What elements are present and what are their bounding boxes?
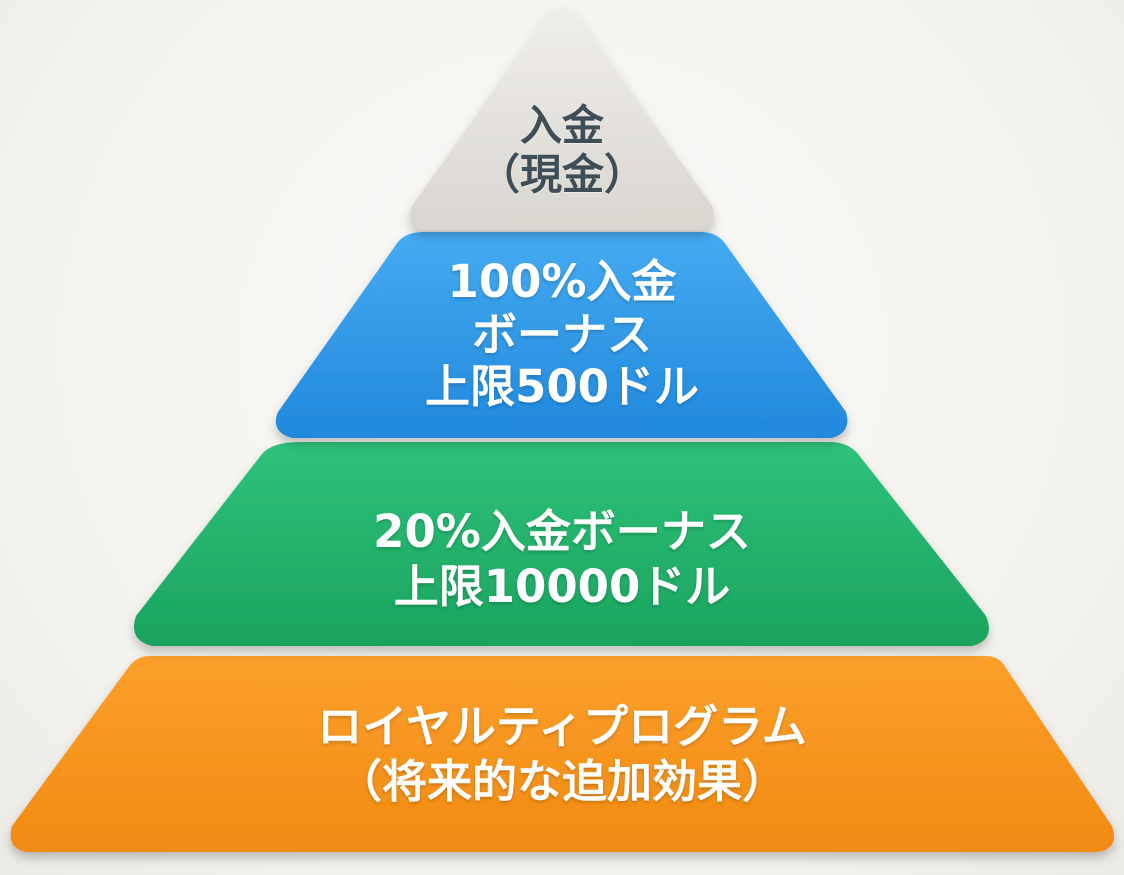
tier-orange-shape bbox=[10, 656, 1115, 852]
tier-top-line1: 入金 bbox=[519, 101, 604, 150]
tier-blue-line3: 上限500ドル bbox=[425, 360, 699, 414]
tier-blue-line2: ボーナス bbox=[471, 307, 652, 361]
tier-green-label: 20%入金ボーナス 上限10000ドル bbox=[0, 505, 1124, 615]
tier-green-shape bbox=[134, 442, 989, 646]
tier-blue-shape bbox=[275, 232, 848, 438]
tier-top-line2: （現金） bbox=[477, 149, 646, 199]
tier-top-shape bbox=[409, 8, 715, 230]
tier-green-line2: 上限10000ドル bbox=[393, 559, 731, 613]
tier-orange-label: ロイヤルティプログラム （将来的な追加効果） bbox=[0, 700, 1124, 810]
tier-orange-line1: ロイヤルティプログラム bbox=[317, 700, 807, 753]
tier-orange-line2: （将来的な追加効果） bbox=[336, 754, 787, 808]
tier-blue-line1: 100%入金 bbox=[447, 255, 677, 308]
tier-green-line1: 20%入金ボーナス bbox=[373, 505, 751, 558]
tier-blue-label: 100%入金 ボーナス 上限500ドル bbox=[0, 255, 1124, 414]
tier-top-label: 入金 （現金） bbox=[0, 101, 1124, 199]
